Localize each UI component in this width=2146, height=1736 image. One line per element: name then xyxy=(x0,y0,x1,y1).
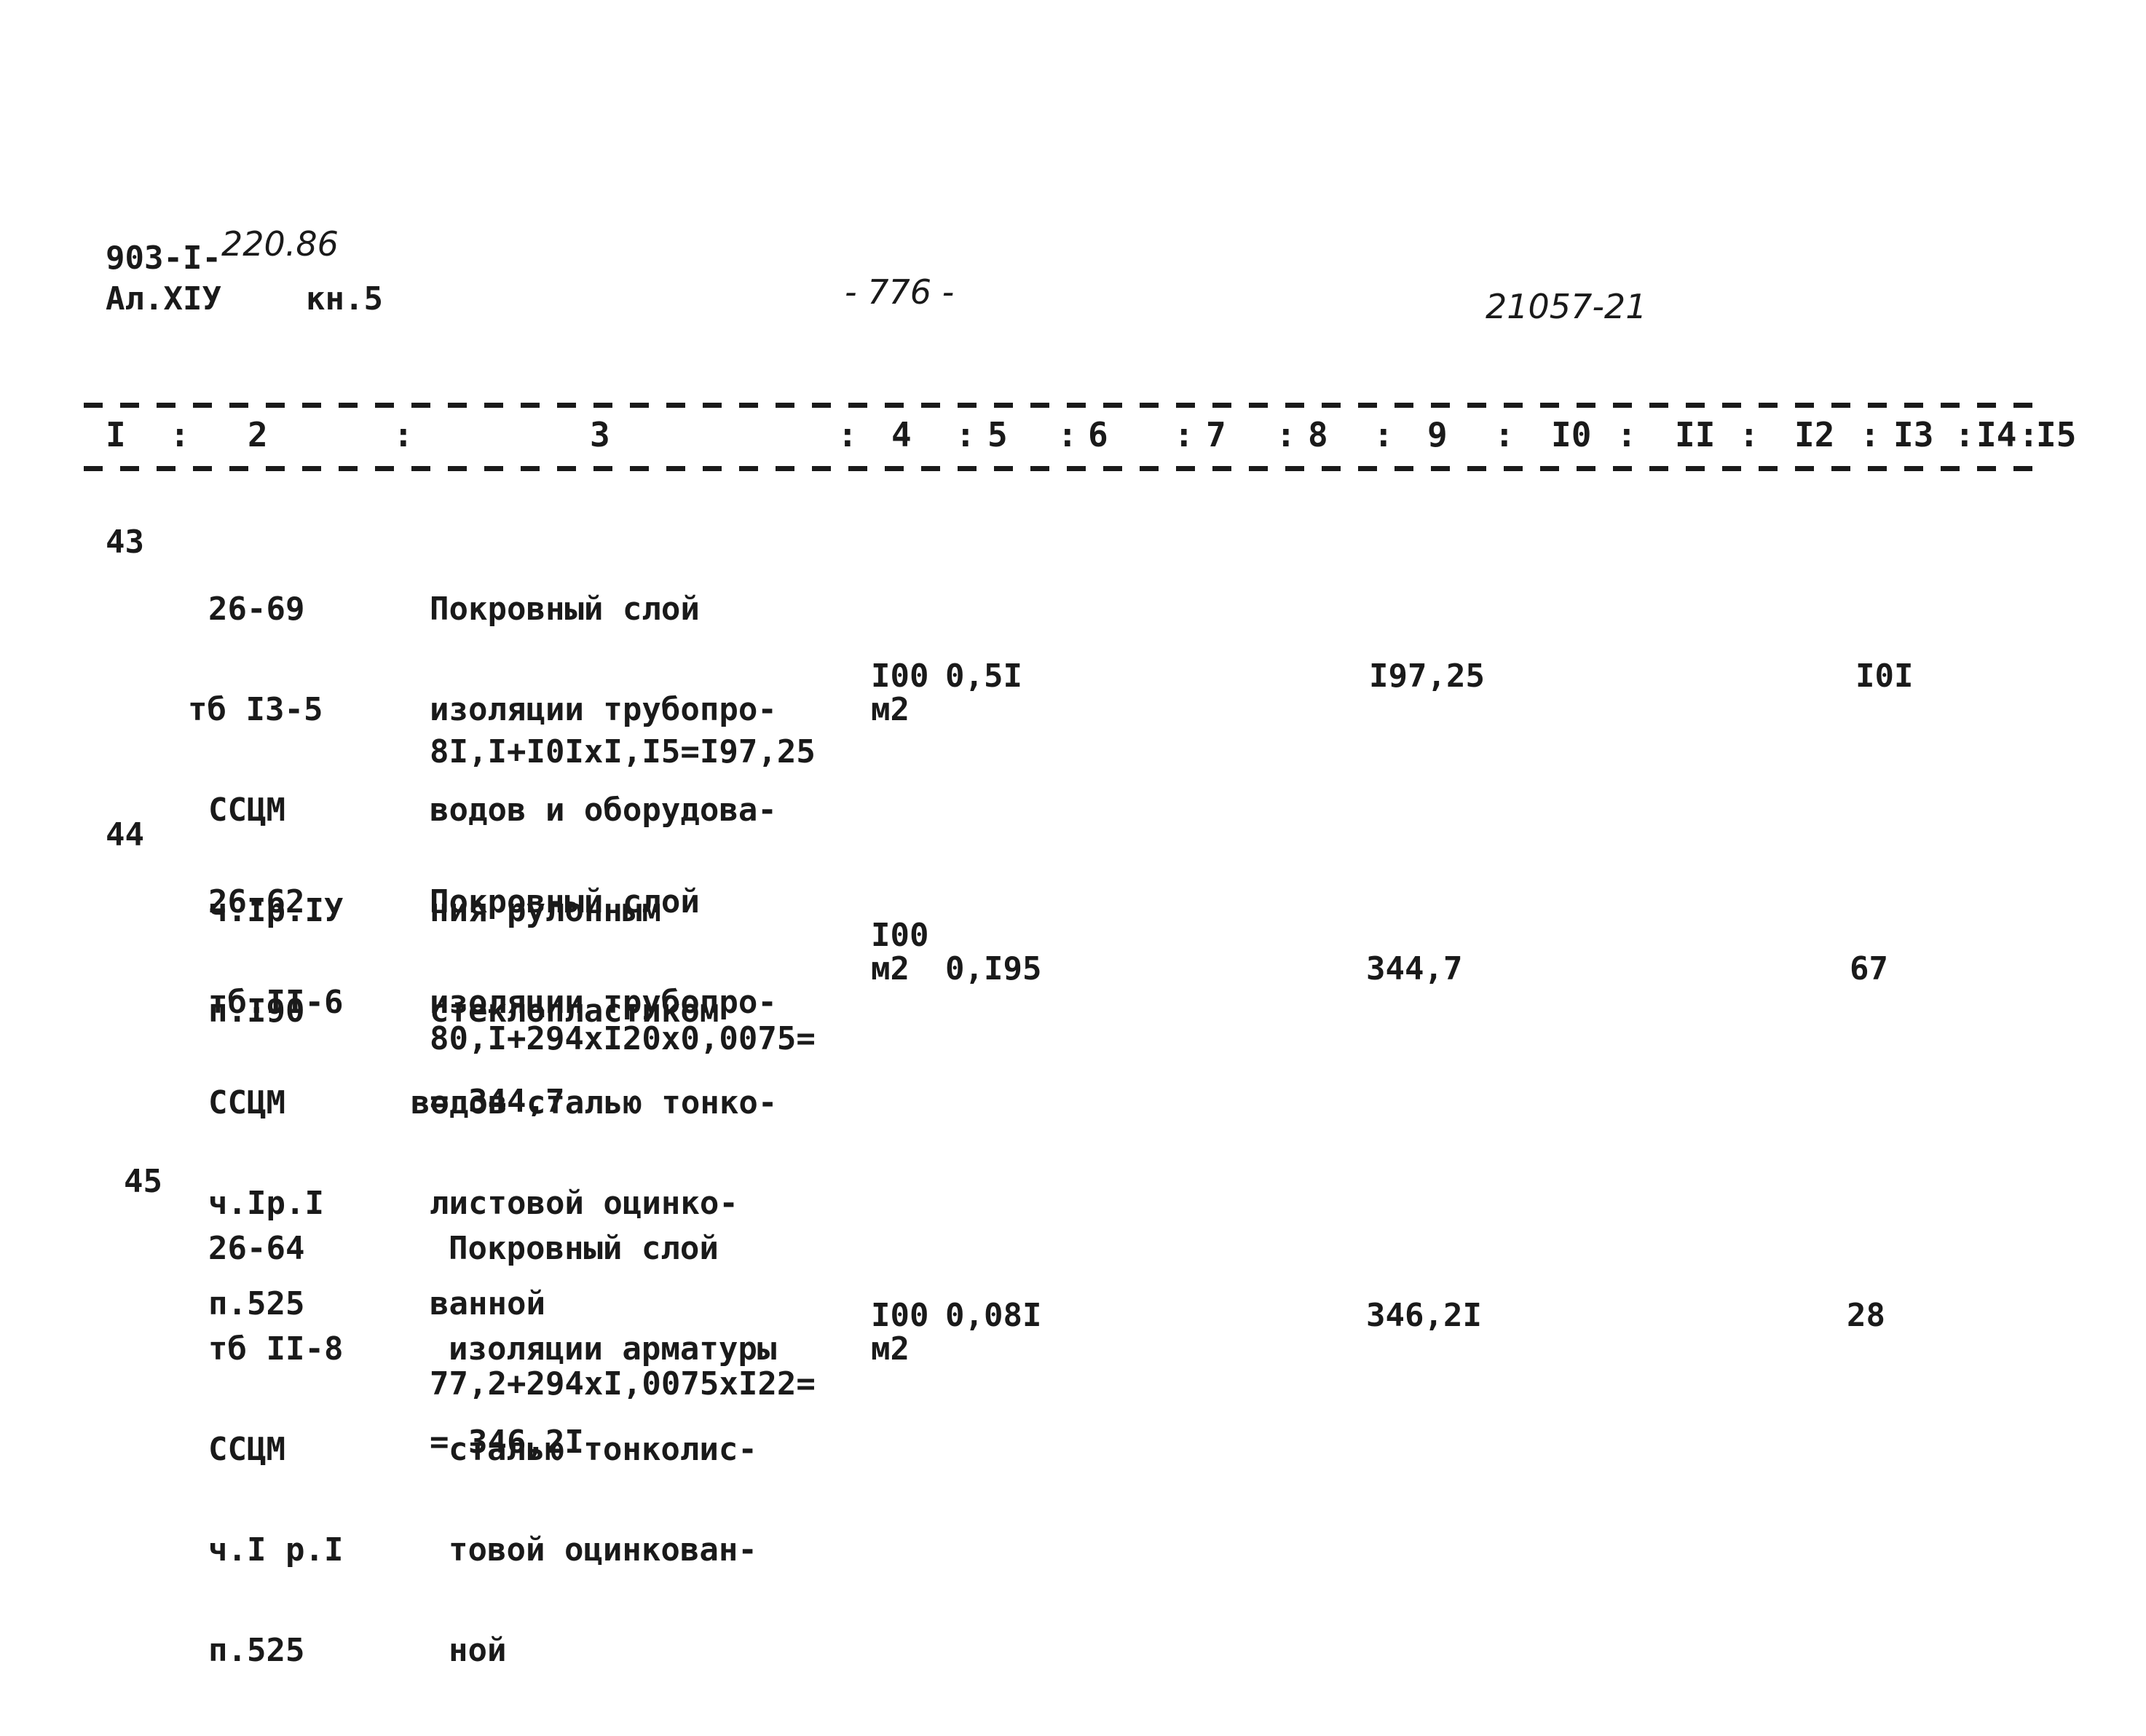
header-rule-top xyxy=(84,403,2043,408)
norm-value: 0,I95 xyxy=(945,950,1042,987)
norm-value: 0,08I xyxy=(945,1297,1042,1334)
unit-quantity: I00 xyxy=(871,1297,929,1334)
unit: м2 xyxy=(871,1330,910,1368)
col-header-7: 7 xyxy=(1206,415,1226,454)
code-line: тб I3-5 xyxy=(188,691,323,728)
code-line: ч.Iр.I xyxy=(208,1185,324,1222)
col-header-sep: : xyxy=(1617,415,1637,454)
col12-value: I0I xyxy=(1855,658,1914,695)
col-header-sep: : xyxy=(1174,415,1194,454)
doc-code-handwritten: 220.86 xyxy=(221,224,339,264)
row-number: 45 xyxy=(124,1163,162,1200)
description-line: изоляции арматуры xyxy=(449,1330,777,1368)
description-line: ной xyxy=(449,1632,507,1669)
col-header-sep: : xyxy=(1373,415,1394,454)
description-line: листовой оцинко- xyxy=(430,1185,738,1222)
col-header-sep: : xyxy=(1954,415,1975,454)
description-line: изоляции трубопро- xyxy=(430,984,777,1021)
col-header-sep: : xyxy=(1276,415,1296,454)
description-line: Покровный слой xyxy=(449,1230,719,1267)
col-header-11: II xyxy=(1675,415,1716,454)
description-line: Покровный слой xyxy=(430,591,700,628)
col-header-10: I0 xyxy=(1551,415,1592,454)
row-code: 26-69 тб I3-5 ССЦМ ч.Iр.IУ п.I90 xyxy=(188,526,343,1095)
description-line: стеклопластиком xyxy=(430,993,719,1030)
row-description: Покровный слой изоляции трубопро- водов … xyxy=(430,526,777,1095)
col-header-sep: : xyxy=(393,415,414,454)
total-value: 346,2I xyxy=(1366,1297,1482,1334)
page-number: - 776 - xyxy=(845,272,955,312)
col-header-sep: : xyxy=(2019,415,2039,454)
total-value: I97,25 xyxy=(1369,658,1485,695)
col-header-5: 5 xyxy=(987,415,1008,454)
code-line: ССЦМ xyxy=(208,792,285,829)
code-line: ч.Iр.IУ xyxy=(208,892,344,929)
row-formula: = 346,2I xyxy=(430,1424,584,1461)
code-line: п.I90 xyxy=(208,993,305,1030)
description-line: сталью тонколис- xyxy=(449,1431,757,1468)
col-header-12: I2 xyxy=(1794,415,1835,454)
doc-code: 903-I-220.86 xyxy=(106,227,339,277)
row-code: 26-62 тб.II-6 ССЦМ ч.Iр.I п.525 xyxy=(208,818,343,1388)
code-line: ССЦМ xyxy=(208,1431,285,1468)
unit: м2 xyxy=(871,691,910,728)
row-number: 43 xyxy=(106,524,144,561)
code-line: п.525 xyxy=(208,1285,305,1322)
code-line: 26-62 xyxy=(208,883,305,920)
code-line: ССЦМ xyxy=(208,1084,285,1121)
col-header-2: 2 xyxy=(248,415,268,454)
header-rule-bottom xyxy=(84,466,2043,471)
norm-value: 0,5I xyxy=(945,658,1022,695)
code-line: п.525 xyxy=(208,1632,305,1669)
unit: м2 xyxy=(871,950,910,987)
doc-number: 21057-21 xyxy=(1486,287,1647,326)
col-header-6: 6 xyxy=(1088,415,1108,454)
unit-quantity: I00 xyxy=(871,917,929,954)
col-header-1: I xyxy=(106,415,126,454)
book-label: кн.5 xyxy=(306,280,383,317)
row-number: 44 xyxy=(106,816,144,853)
unit-quantity: I00 xyxy=(871,658,929,695)
col12-value: 28 xyxy=(1847,1297,1885,1334)
row-formula: 77,2+294xI,0075xI22= xyxy=(430,1365,816,1402)
col-header-sep: : xyxy=(1860,415,1880,454)
row-code: 26-64 тб II-8 ССЦМ ч.I р.I п.525 xyxy=(208,1165,343,1735)
row-formula: 8I,I+I0IxI,I5=I97,25 xyxy=(430,733,816,770)
description-line: товой оцинкован- xyxy=(449,1531,757,1569)
col-header-8: 8 xyxy=(1308,415,1328,454)
description-line: Покровный слой xyxy=(430,883,700,920)
col-header-sep: : xyxy=(1494,415,1515,454)
col-header-sep: : xyxy=(170,415,190,454)
col-header-sep: : xyxy=(1739,415,1759,454)
col12-value: 67 xyxy=(1850,950,1888,987)
description-line: водов сталью тонко- xyxy=(411,1084,778,1121)
col-header-14: I4 xyxy=(1976,415,2017,454)
code-line: 26-64 xyxy=(208,1230,305,1267)
album-label: Ал.XIУ xyxy=(106,280,221,317)
col-header-sep: : xyxy=(955,415,976,454)
code-line: тб.II-6 xyxy=(208,984,344,1021)
row-description: Покровный слой изоляции трубопро- водов … xyxy=(411,818,777,1388)
description-line: водов и оборудова- xyxy=(430,792,777,829)
code-line: ч.I р.I xyxy=(208,1531,344,1569)
col-header-13: I3 xyxy=(1893,415,1934,454)
description-line: изоляции трубопро- xyxy=(430,691,777,728)
description-line: ванной xyxy=(430,1285,545,1322)
doc-code-prefix: 903-I- xyxy=(106,240,221,277)
col-header-sep: : xyxy=(1057,415,1078,454)
col-header-15: I5 xyxy=(2036,415,2077,454)
col-header-9: 9 xyxy=(1427,415,1448,454)
col-header-4: 4 xyxy=(891,415,912,454)
row-formula: = 344,7 xyxy=(430,1083,565,1120)
col-header-sep: : xyxy=(837,415,858,454)
col-header-3: 3 xyxy=(590,415,610,454)
code-line: 26-69 xyxy=(208,591,305,628)
total-value: 344,7 xyxy=(1366,950,1463,987)
description-line: ния рулонным xyxy=(430,892,661,929)
code-line: тб II-8 xyxy=(208,1330,344,1368)
row-formula: 80,I+294xI20x0,0075= xyxy=(430,1020,816,1057)
